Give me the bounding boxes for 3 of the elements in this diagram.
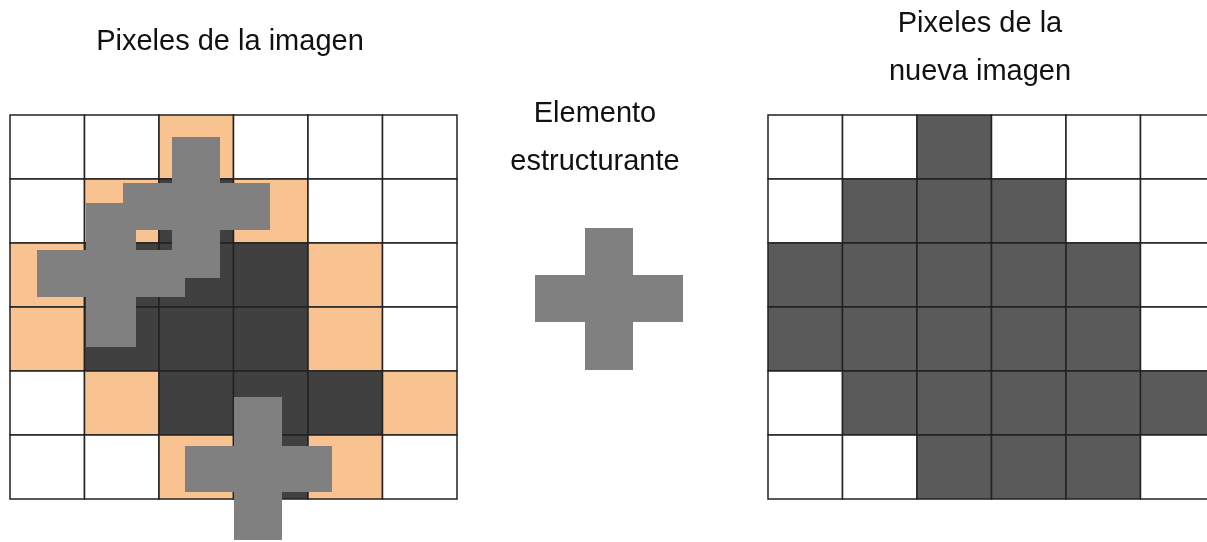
panel-heading: Elemento estructurante bbox=[509, 95, 681, 178]
panel-heading: Pixeles de la nueva imagen bbox=[887, 5, 1073, 88]
panel-heading: Pixeles de la imagen bbox=[95, 23, 365, 58]
